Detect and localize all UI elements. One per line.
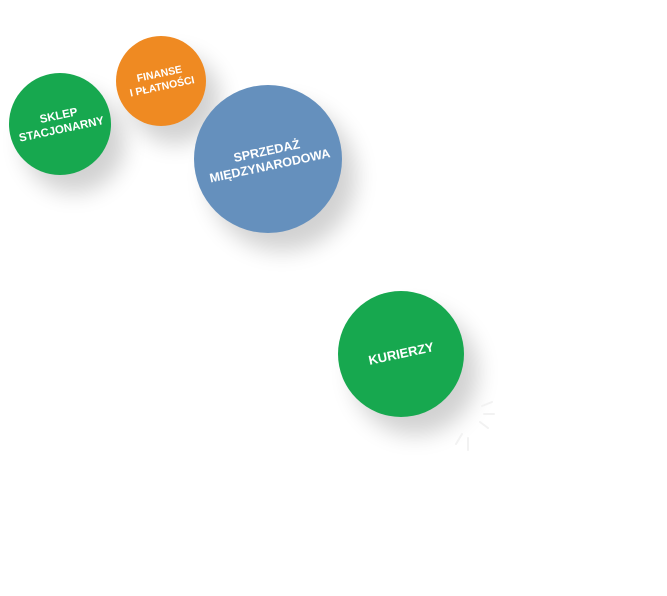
- bubble-label: FINANSE I PŁATNOŚCI: [128, 63, 196, 100]
- bubble-finanse-i-platnosci[interactable]: FINANSE I PŁATNOŚCI: [116, 36, 206, 126]
- sparkle-icon: [455, 401, 495, 451]
- bubble-kurierzy[interactable]: KURIERZY: [338, 291, 464, 417]
- bubble-sklep-stacjonarny[interactable]: SKLEP STACJONARNY: [9, 73, 111, 175]
- bubble-label: KURIERZY: [366, 339, 435, 368]
- bubble-label: SPRZEDAŻ MIĘDZYNARODOWA: [207, 137, 332, 186]
- bubble-sprzedaz-miedzynarodowa[interactable]: SPRZEDAŻ MIĘDZYNARODOWA: [194, 85, 342, 233]
- bubble-label: SKLEP STACJONARNY: [17, 106, 105, 145]
